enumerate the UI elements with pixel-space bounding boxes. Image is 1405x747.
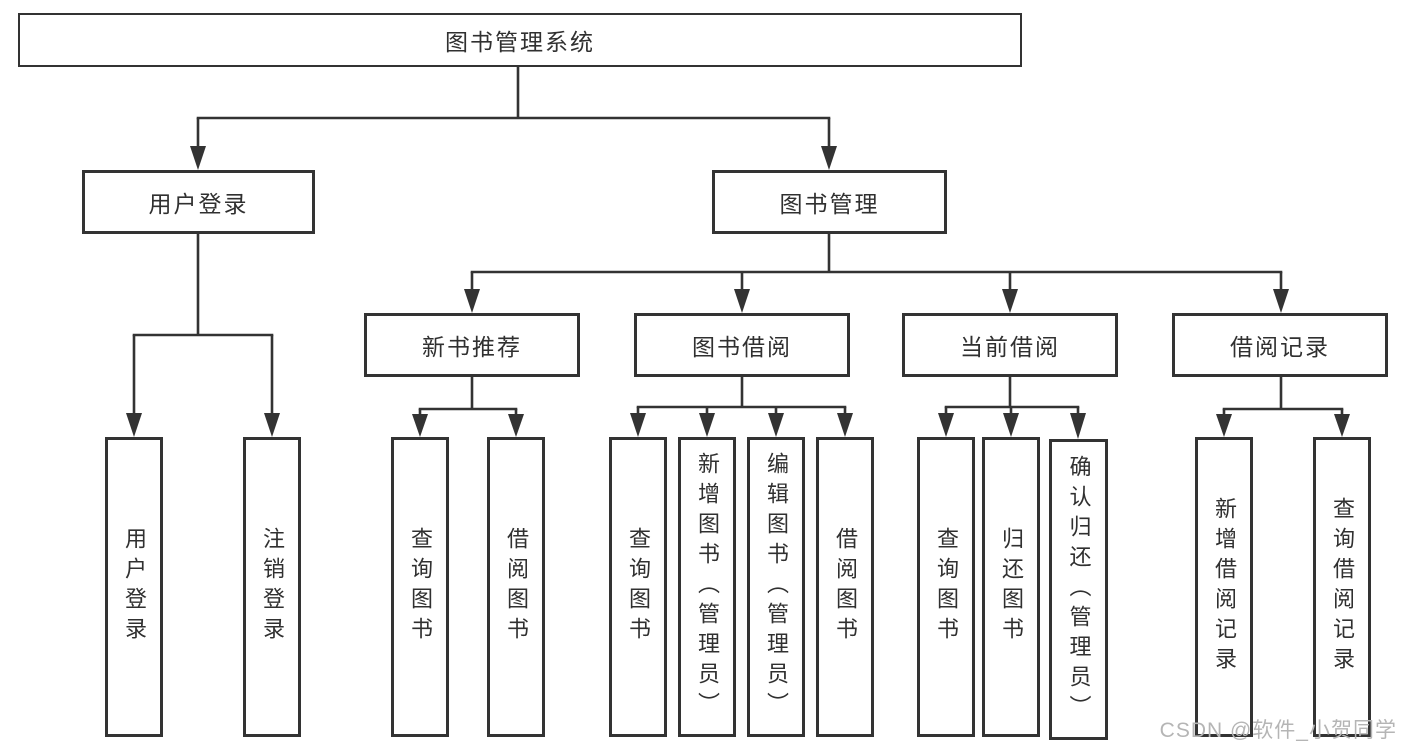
node-label: 查询图书 xyxy=(408,527,433,647)
node-leaf-return-books: 归还图书 xyxy=(982,437,1040,737)
node-label: 用户登录 xyxy=(148,191,249,217)
node-leaf-logout: 注销登录 xyxy=(243,437,301,737)
node-label: 借阅图书 xyxy=(833,527,858,647)
connector-current-borrow-branch xyxy=(938,377,1086,439)
node-leaf-user-login: 用户登录 xyxy=(105,437,163,737)
node-book-management: 图书管理 xyxy=(712,170,947,234)
node-user-login: 用户登录 xyxy=(82,170,315,234)
node-label: 图书管理系统 xyxy=(445,29,595,55)
node-label: 当前借阅 xyxy=(960,334,1060,360)
node-current-borrowing: 当前借阅 xyxy=(902,313,1118,377)
node-leaf-query-borrow-record: 查询借阅记录 xyxy=(1313,437,1371,737)
node-leaf-add-borrow-record: 新增借阅记录 xyxy=(1195,437,1253,737)
node-label: 借阅图书 xyxy=(504,527,529,647)
node-label: 查询图书 xyxy=(934,527,959,647)
node-label: 查询借阅记录 xyxy=(1330,497,1355,677)
node-new-book-recommend: 新书推荐 xyxy=(364,313,580,377)
node-leaf-confirm-return-admin: 确认归还（管理员） xyxy=(1049,439,1108,740)
node-leaf-query-books-3: 查询图书 xyxy=(917,437,975,737)
node-leaf-query-books-2: 查询图书 xyxy=(609,437,667,737)
node-label: 注销登录 xyxy=(260,527,285,647)
node-label: 新书推荐 xyxy=(422,334,522,360)
connector-new-book-branch xyxy=(412,377,524,437)
node-leaf-query-books-1: 查询图书 xyxy=(391,437,449,737)
connector-book-mgmt-to-level3 xyxy=(464,234,1289,313)
node-library-management-system: 图书管理系统 xyxy=(18,13,1022,67)
node-label: 确认归还（管理员） xyxy=(1066,454,1092,725)
node-leaf-borrow-books-2: 借阅图书 xyxy=(816,437,874,737)
connector-user-login-branch xyxy=(126,234,280,437)
node-label: 归还图书 xyxy=(999,527,1024,647)
connector-book-borrow-branch xyxy=(630,377,853,437)
node-book-borrowing: 图书借阅 xyxy=(634,313,850,377)
node-leaf-add-books-admin: 新增图书（管理员） xyxy=(678,437,736,737)
node-label: 图书借阅 xyxy=(692,334,792,360)
node-label: 用户登录 xyxy=(122,527,147,647)
node-label: 新增图书（管理员） xyxy=(695,452,720,722)
node-label: 图书管理 xyxy=(779,191,880,217)
connector-borrow-record-branch xyxy=(1216,377,1350,437)
csdn-watermark: CSDN @软件_小贺同学 xyxy=(1159,719,1397,742)
node-leaf-borrow-books-1: 借阅图书 xyxy=(487,437,545,737)
node-borrowing-records: 借阅记录 xyxy=(1172,313,1388,377)
node-label: 编辑图书（管理员） xyxy=(764,452,789,722)
node-label: 查询图书 xyxy=(626,527,651,647)
node-label: 借阅记录 xyxy=(1230,334,1330,360)
connector-root-to-level2 xyxy=(190,67,837,170)
node-leaf-edit-books-admin: 编辑图书（管理员） xyxy=(747,437,805,737)
node-label: 新增借阅记录 xyxy=(1212,497,1237,677)
